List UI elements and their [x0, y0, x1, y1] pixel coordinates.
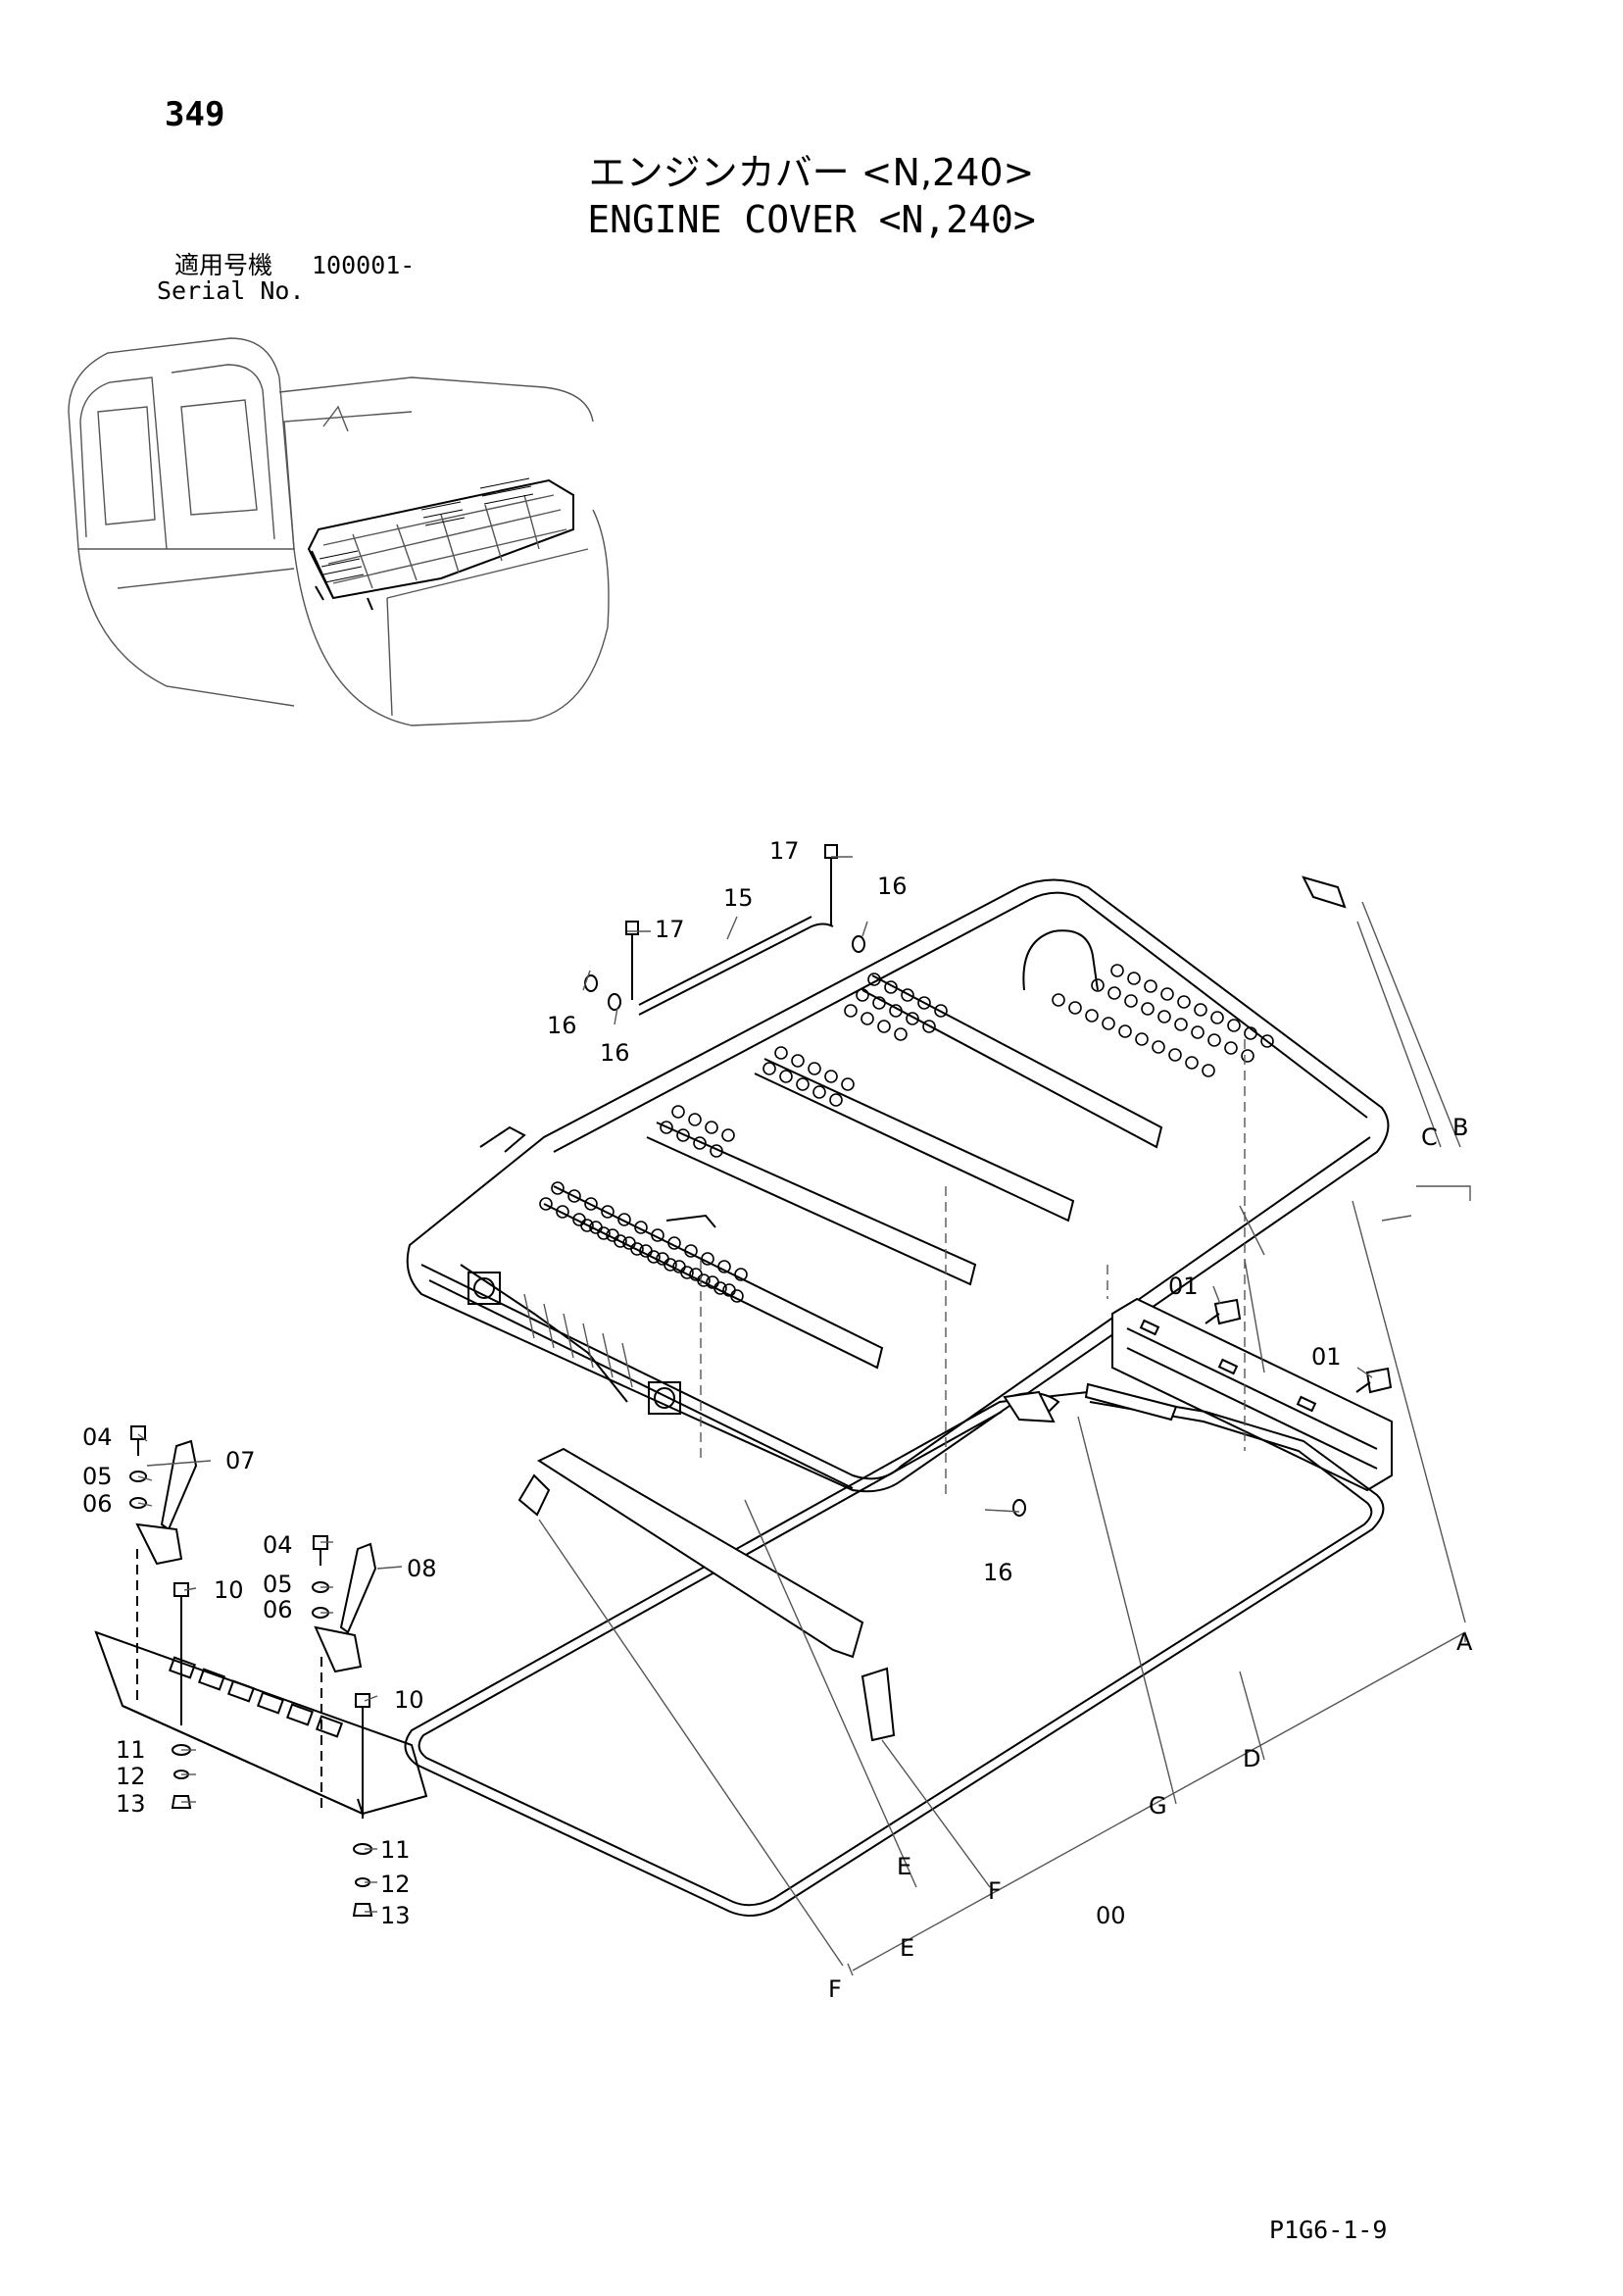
- hinge-assembly: [94, 1439, 428, 1819]
- callout-00: 00: [1096, 1902, 1126, 1929]
- callout-11: 11: [380, 1836, 411, 1864]
- serial-label-english: Serial No.: [157, 276, 305, 305]
- page-title-english: ENGINE COVER <N,240>: [587, 198, 1036, 241]
- callout-10: 10: [214, 1576, 244, 1604]
- page-number: 349: [165, 95, 225, 134]
- page-title-japanese: エンジンカバー <N,240>: [588, 151, 1035, 194]
- callout-17: 17: [655, 916, 685, 943]
- callout-16: 16: [983, 1559, 1013, 1586]
- group-callout-a: A: [1456, 1628, 1473, 1656]
- side-bracket-plate: [1111, 875, 1393, 1492]
- callout-13: 13: [116, 1790, 146, 1818]
- serial-label-japanese: 適用号機: [174, 251, 273, 279]
- callout-12: 12: [380, 1871, 411, 1898]
- callout-04: 04: [82, 1423, 113, 1451]
- callout-01: 01: [1311, 1343, 1342, 1371]
- group-callout-d: D: [1243, 1745, 1260, 1772]
- page-code: P1G6-1-9: [1269, 2216, 1388, 2244]
- callout-16: 16: [877, 873, 908, 900]
- group-callout-c: C: [1421, 1123, 1438, 1151]
- group-callout-g: G: [1149, 1792, 1167, 1820]
- callout-16: 16: [600, 1039, 630, 1067]
- strip-and-pads: [517, 1390, 1056, 1742]
- machine-overview-illustration: [68, 337, 610, 726]
- callout-06: 06: [263, 1596, 293, 1623]
- callout-07: 07: [225, 1447, 256, 1474]
- callout-10: 10: [394, 1686, 424, 1714]
- callout-11: 11: [116, 1736, 146, 1764]
- callout-08: 08: [407, 1555, 437, 1582]
- engine-cover-panel: [406, 878, 1390, 1493]
- callout-06: 06: [82, 1490, 113, 1518]
- group-callout-e: E: [897, 1853, 911, 1880]
- serial-number-value: 100001-: [312, 251, 416, 279]
- leader-lines: [137, 856, 1471, 1976]
- group-callout-e: E: [900, 1934, 914, 1962]
- callout-04: 04: [263, 1531, 293, 1559]
- callout-05: 05: [263, 1571, 293, 1598]
- callout-01: 01: [1168, 1273, 1199, 1300]
- callout-labels: 17 17 15 16 16 16 16 01 01 04 05 06 07 0…: [82, 837, 1473, 2003]
- group-callout-f: F: [988, 1877, 1002, 1905]
- group-callout-b: B: [1452, 1114, 1468, 1141]
- callout-15: 15: [723, 884, 754, 912]
- callout-12: 12: [116, 1763, 146, 1790]
- callout-17: 17: [769, 837, 800, 865]
- group-callout-f: F: [828, 1975, 842, 2003]
- support-rods: [625, 844, 838, 1016]
- callout-13: 13: [380, 1902, 411, 1929]
- callout-16: 16: [547, 1012, 577, 1039]
- callout-05: 05: [82, 1463, 113, 1490]
